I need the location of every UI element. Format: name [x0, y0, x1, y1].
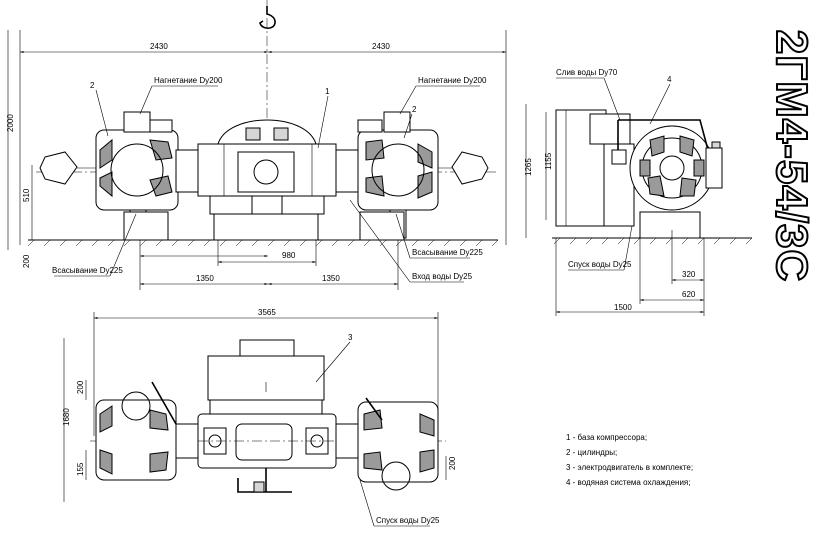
label-suction-right: Всасывание Dy225	[412, 248, 483, 257]
legend-item: 4 - водяная система охлаждения;	[566, 478, 691, 487]
dim-155: 155	[76, 462, 85, 476]
legend-item: 2 - цилиндры;	[566, 448, 618, 457]
dim-3565: 3565	[258, 308, 276, 317]
dim-1350-left: 1350	[196, 274, 214, 283]
cylinder-end-view	[629, 125, 715, 211]
label-discharge-left: Нагнетание Dy200	[154, 76, 223, 85]
electric-motor	[207, 339, 325, 401]
legend: 1 - база компрессора; 2 - цилиндры; 3 - …	[566, 430, 746, 490]
dim-1265: 1265	[524, 158, 533, 176]
front-view: 2430 2430 2000 510 200	[6, 0, 507, 290]
dim-left-2430: 2430	[150, 42, 168, 51]
callout-2-left: 2	[90, 81, 95, 90]
label-discharge-right: Нагнетание Dy200	[418, 76, 487, 85]
dim-1680: 1680	[62, 408, 71, 426]
side-view: 1265 1155 320 620 1500 Слив воды Dy70 4 …	[524, 68, 753, 316]
compressor-base	[197, 119, 337, 219]
callout-2-right: 2	[412, 105, 417, 114]
callout-3: 3	[348, 333, 353, 342]
dim-1500: 1500	[614, 303, 632, 312]
dim-height-2000: 2000	[6, 114, 15, 132]
dim-1350-right: 1350	[322, 274, 340, 283]
dim-base-200: 200	[22, 254, 31, 268]
plan-view: 3565 1680 200 155	[62, 308, 457, 527]
label-suction-left: Всасывание Dy225	[52, 266, 123, 275]
label-water-drain-plan: Спуск воды Dy25	[376, 516, 440, 525]
callout-4: 4	[667, 75, 672, 84]
dim-axis-510: 510	[22, 188, 31, 202]
dim-200-right: 200	[448, 456, 457, 470]
legend-item: 3 - электродвигатель в комплекте;	[566, 463, 694, 472]
dim-200-left: 200	[76, 380, 85, 394]
callout-1: 1	[325, 87, 330, 96]
dim-320: 320	[682, 270, 696, 279]
legend-item: 1 - база компрессора;	[566, 433, 648, 442]
cylinder-left-plan	[95, 391, 199, 481]
label-water-drain-top: Слив воды Dy70	[556, 68, 618, 77]
label-water-drain-bottom: Спуск воды Dy25	[568, 260, 632, 269]
model-title-text: 2ГМ4-54/3С	[766, 29, 816, 284]
dim-980: 980	[282, 251, 296, 260]
dim-right-2430: 2430	[372, 42, 390, 51]
cylinder-right-plan	[335, 401, 439, 491]
model-title: 2ГМ4-54/3С	[766, 6, 816, 306]
dim-620: 620	[682, 290, 696, 299]
dim-1155: 1155	[544, 152, 553, 170]
label-water-inlet: Вход воды Dy25	[412, 272, 473, 281]
